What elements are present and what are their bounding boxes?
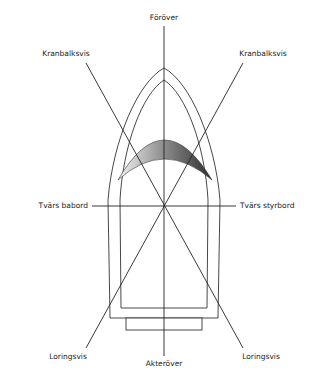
direction-label: Tvärs babord	[38, 202, 89, 210]
direction-label: Kranbalksvis	[41, 50, 90, 58]
direction-label: Kranbalksvis	[238, 50, 287, 58]
bearing-line	[86, 63, 243, 348]
direction-label: Akteröver	[145, 360, 184, 368]
direction-label: Loringsvis	[48, 353, 88, 361]
direction-label: Föröver	[149, 14, 179, 22]
direction-label: Loringsvis	[241, 353, 281, 361]
bearing-line	[164, 26, 165, 356]
direction-label: Tvärs styrbord	[239, 202, 295, 210]
bearing-line	[86, 63, 243, 348]
